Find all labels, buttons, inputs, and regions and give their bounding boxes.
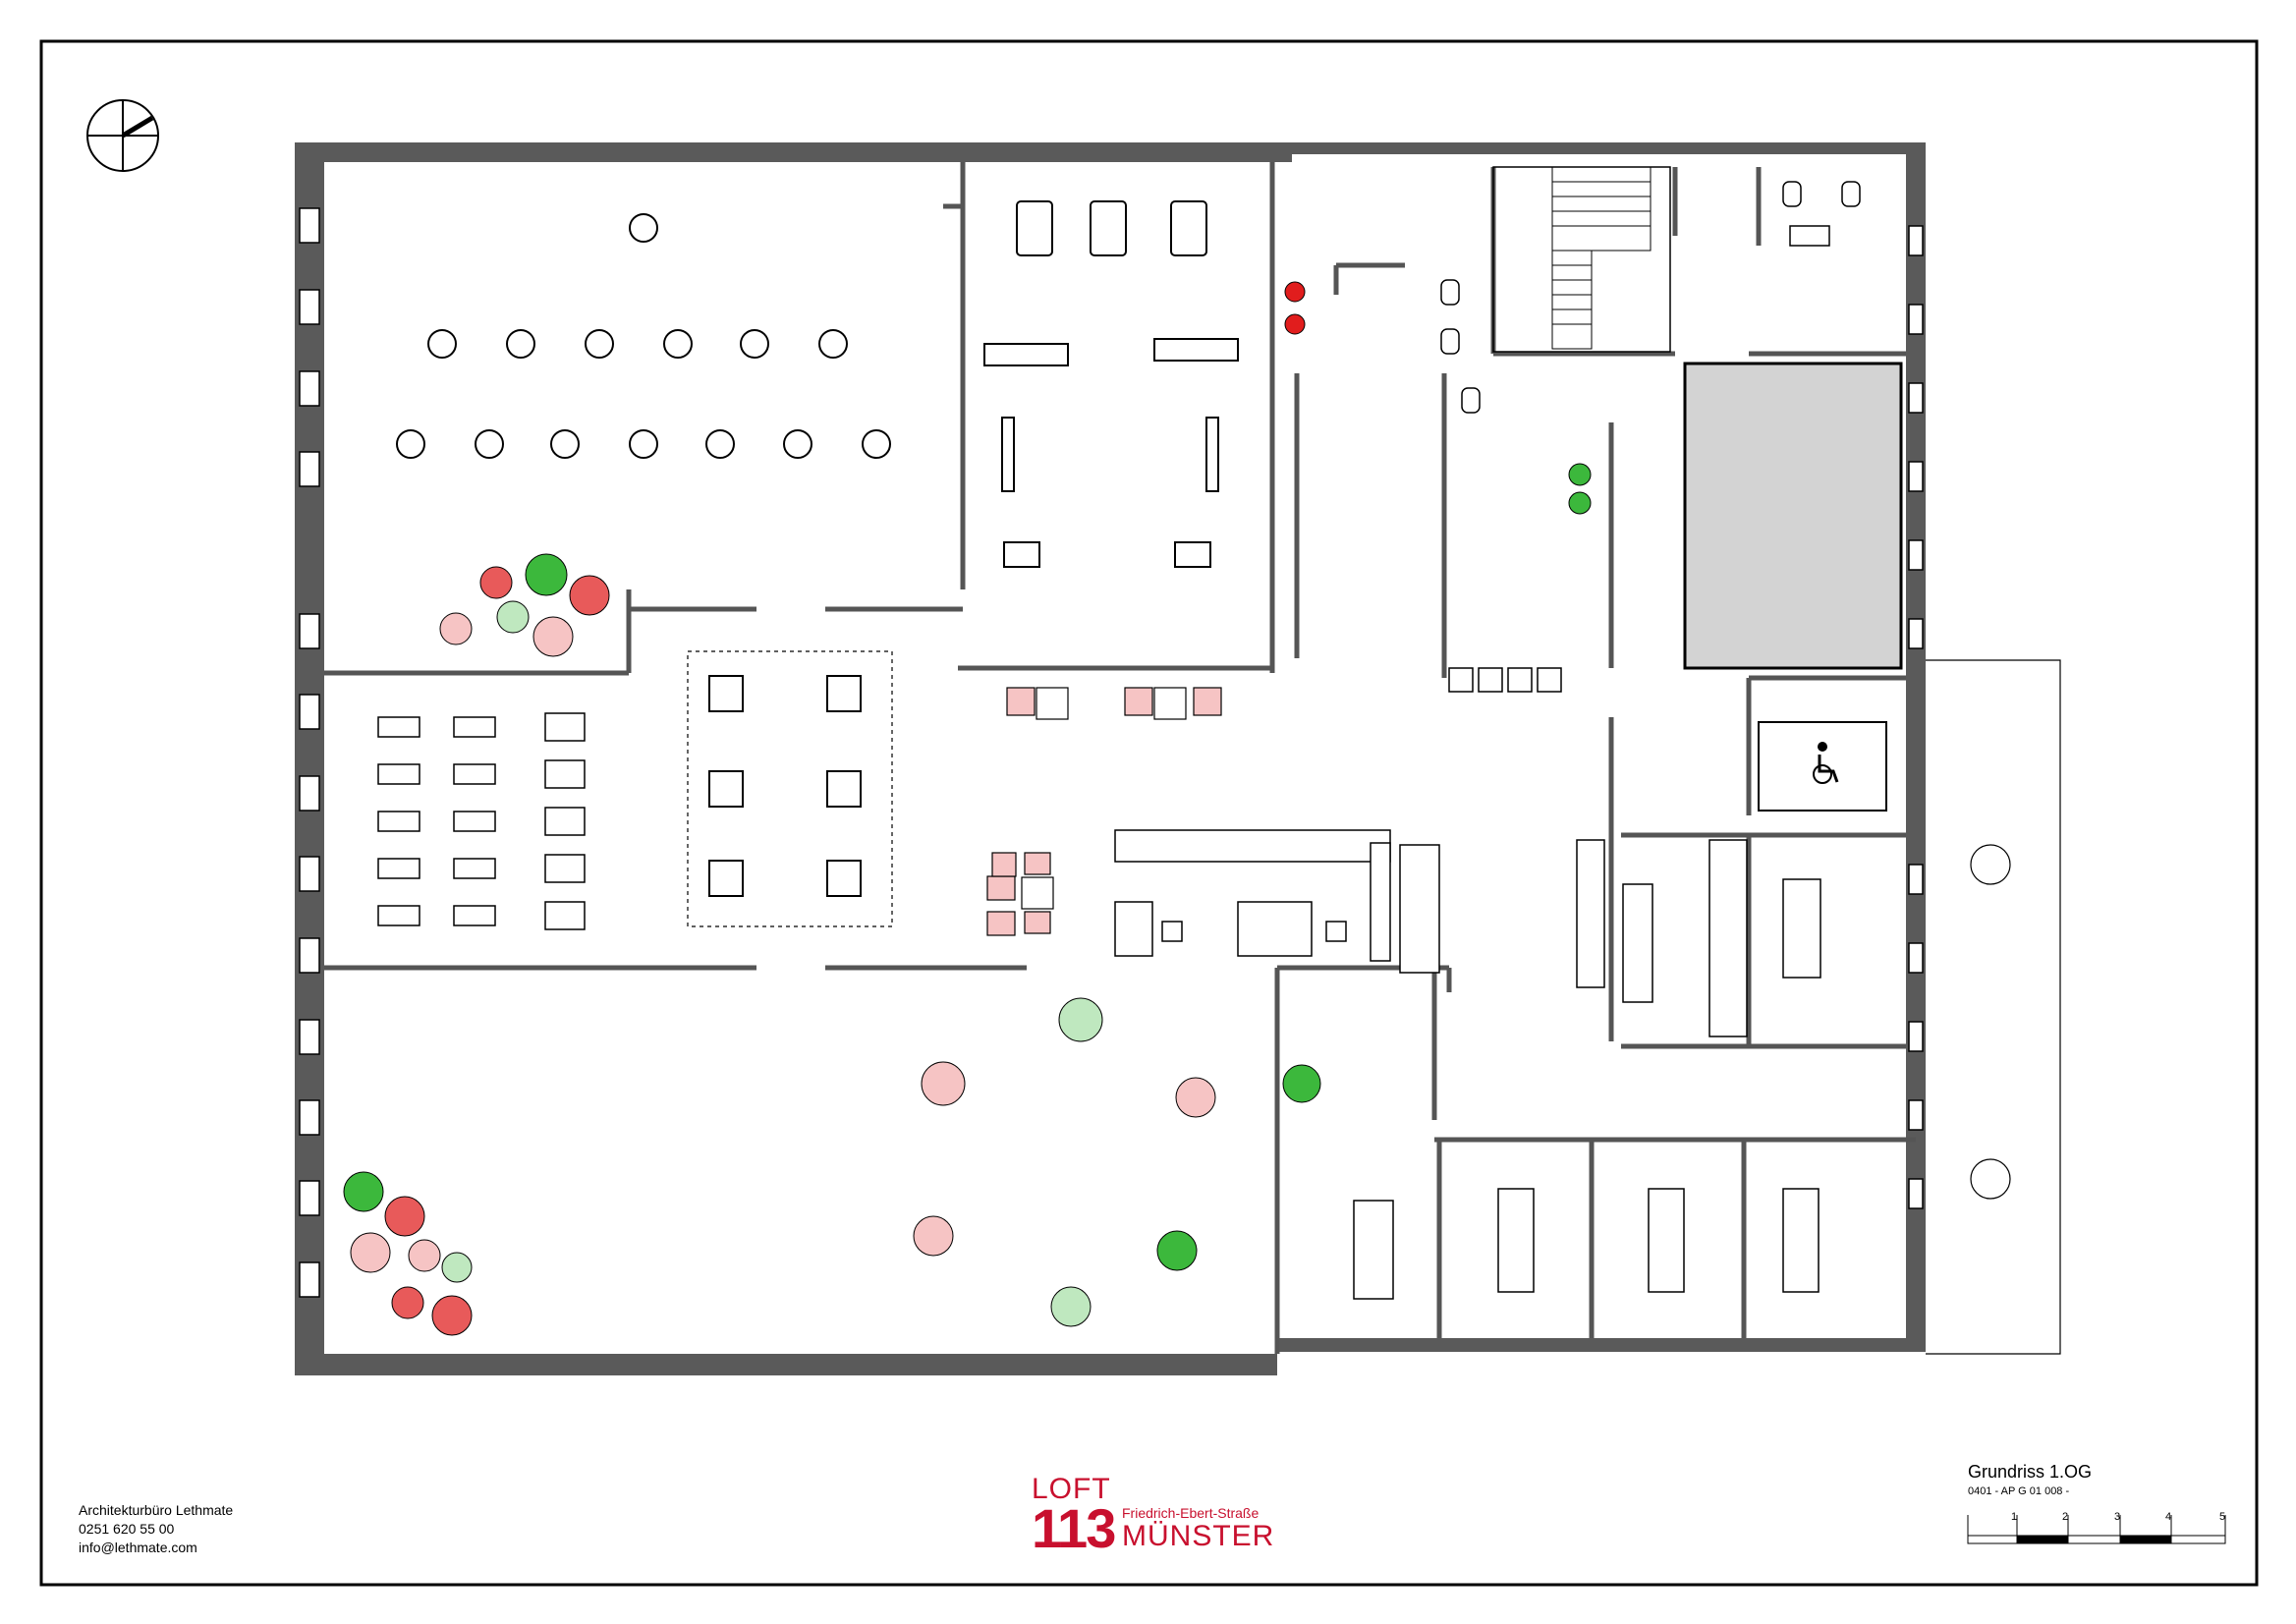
loft-logo: LOFT 113 Friedrich-Ebert-Straße MÜNSTER — [1032, 1473, 1287, 1559]
scale-tick-5: 5 — [2219, 1511, 2226, 1523]
grey-room — [1683, 362, 1903, 670]
lounge-chairs — [708, 675, 862, 897]
north-arrow-icon — [86, 99, 159, 172]
person-icon — [396, 213, 891, 459]
drawing-title: Grundriss 1.OG — [1968, 1462, 2093, 1482]
stairwell — [1492, 166, 1671, 353]
logo-number: 113 — [1032, 1497, 1116, 1559]
wheelchair-icon — [1758, 721, 1887, 812]
scale-tick-1: 1 — [2011, 1511, 2018, 1523]
treatment-beds — [1353, 878, 1821, 1300]
cafe-tables — [986, 687, 1222, 936]
seating-circles — [439, 553, 610, 657]
dotted-zone — [687, 650, 893, 927]
east-windows — [1908, 225, 1924, 1209]
treadmill-icon — [983, 200, 1239, 568]
terrace — [1926, 659, 2061, 1355]
architect-name: Architekturbüro Lethmate — [79, 1502, 234, 1518]
scale-tick-2: 2 — [2062, 1511, 2069, 1523]
yoga-mats — [913, 997, 1216, 1327]
lounge-circles — [343, 1064, 1321, 1336]
architect-phone: 0251 620 55 00 — [79, 1521, 175, 1537]
architect-email: info@lethmate.com — [79, 1540, 197, 1555]
red-markers — [1284, 281, 1592, 515]
logo-city: MÜNSTER — [1122, 1520, 1275, 1552]
reception-counter — [1114, 829, 1440, 974]
sheet-border — [39, 39, 2259, 1587]
toilets — [1440, 181, 1861, 414]
architect-info: Architekturbüro Lethmate 0251 620 55 00 … — [79, 1501, 233, 1557]
logo-word: LOFT — [1032, 1473, 1111, 1505]
logo-street: Friedrich-Ebert-Straße — [1122, 1505, 1260, 1521]
scale-tick-3: 3 — [2114, 1511, 2121, 1523]
scale-tick-4: 4 — [2165, 1511, 2172, 1523]
lockers — [1448, 667, 1748, 1037]
interior-walls — [324, 162, 1916, 1354]
scale-bar — [1967, 1515, 2226, 1544]
drawing-code: 0401 - AP G 01 008 - — [1968, 1485, 2070, 1497]
outer-walls — [295, 142, 1926, 1375]
desk-rows — [377, 712, 586, 930]
west-windows — [299, 207, 320, 1298]
